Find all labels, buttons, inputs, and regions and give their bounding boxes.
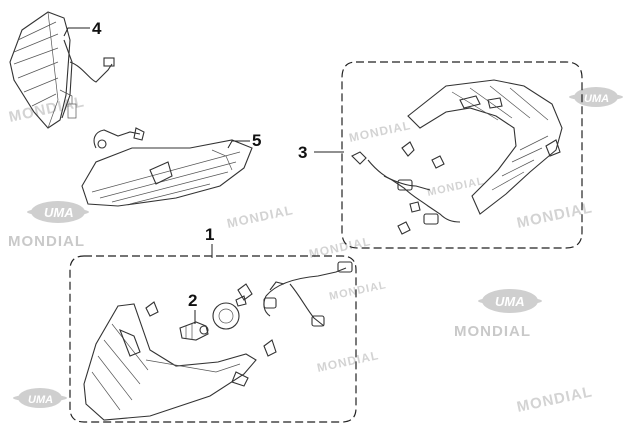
part-3-rear-lamp <box>351 79 563 235</box>
uma-logo-text: UMA <box>495 294 525 309</box>
watermark-text: MONDIAL <box>316 348 381 375</box>
callout-3: 3 <box>298 143 307 162</box>
callout-5: 5 <box>252 131 261 150</box>
uma-logo: UMA <box>569 87 623 107</box>
watermark-text: MONDIAL <box>226 202 295 231</box>
leader-lines <box>63 27 344 324</box>
watermark-text: MONDIAL <box>348 118 413 145</box>
part-1-group-frame <box>69 255 357 423</box>
part-5-front-lamp <box>81 127 253 207</box>
uma-logo: UMA <box>13 388 67 408</box>
callout-labels: 1 2 3 4 5 <box>92 19 307 310</box>
part-4-side-lamp <box>9 11 115 129</box>
watermark-text: MONDIAL <box>7 93 86 126</box>
callout-4: 4 <box>92 19 102 38</box>
uma-logo-text: UMA <box>28 394 53 406</box>
watermark-text: MONDIAL <box>8 233 85 250</box>
uma-logo-text: UMA <box>44 205 74 220</box>
callout-2: 2 <box>188 291 197 310</box>
part-2-bulb <box>179 321 209 341</box>
watermark-text: MONDIAL <box>426 175 486 199</box>
part-1-headlight <box>83 261 353 421</box>
leader-line-4 <box>63 27 90 37</box>
leader-line-5 <box>227 140 250 149</box>
watermark-text: MONDIAL <box>328 279 388 303</box>
callout-1: 1 <box>205 225 214 244</box>
watermark-text: MONDIAL <box>515 383 594 416</box>
watermark-text: MONDIAL <box>454 323 531 340</box>
uma-logo-text: UMA <box>584 93 609 105</box>
part-3-group-frame <box>341 61 583 249</box>
uma-logo: UMA <box>478 289 542 313</box>
watermark-layer: MONDIAL MONDIAL MONDIAL MONDIAL MONDIAL … <box>7 87 623 416</box>
uma-logo: UMA <box>27 201 89 223</box>
